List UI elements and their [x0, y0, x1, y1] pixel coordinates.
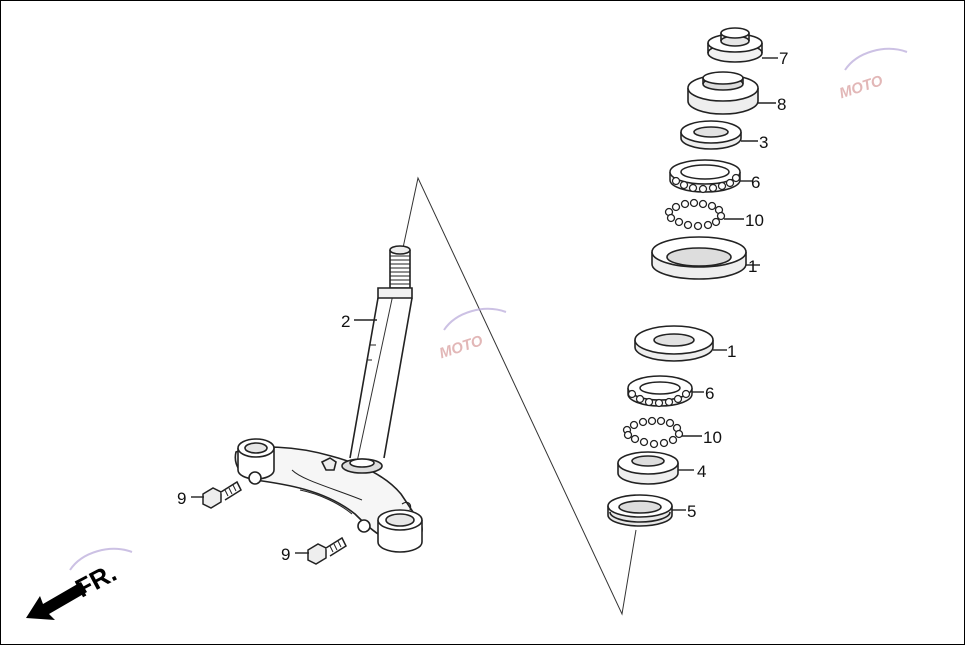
callout-2: 2 — [341, 312, 350, 331]
callout-1-lower: 1 — [727, 342, 736, 361]
watermark-logo-center: MOTO — [437, 307, 507, 362]
part-1-outer-race-upper — [651, 236, 747, 280]
part-7-lock-nut — [707, 27, 763, 63]
svg-text:MOTO: MOTO — [437, 332, 485, 362]
callout-5: 5 — [687, 502, 696, 521]
part-8-adjusting-nut — [687, 71, 759, 115]
part-4-lower-inner-race — [617, 451, 679, 485]
part-3-inner-race — [680, 120, 742, 150]
callout-3: 3 — [759, 133, 768, 152]
part-6-ball-retainer-lower — [627, 375, 693, 408]
callout-10-lower: 10 — [703, 428, 722, 447]
part-2-steering-stem — [234, 245, 423, 553]
part-1-outer-race-lower — [634, 325, 714, 362]
watermark-logo-top-right: MOTO — [837, 47, 908, 102]
callout-4: 4 — [697, 462, 706, 481]
callout-9-lower: 9 — [281, 545, 290, 564]
callout-1-upper: 1 — [748, 257, 757, 276]
callout-8: 8 — [777, 95, 786, 114]
part-10-steel-balls-lower — [622, 416, 684, 449]
callout-6-upper: 6 — [751, 173, 760, 192]
part-9-bolt-lower — [307, 536, 347, 565]
svg-text:MOTO: MOTO — [837, 72, 885, 102]
assembly-guide-line — [356, 176, 637, 616]
callout-7: 7 — [779, 49, 788, 68]
part-5-dust-seal — [607, 494, 673, 527]
callout-10-upper: 10 — [745, 211, 764, 230]
part-10-steel-balls-upper — [664, 198, 726, 231]
part-6-ball-retainer-upper — [669, 159, 741, 194]
callout-6-lower: 6 — [705, 384, 714, 403]
callout-9-upper: 9 — [177, 489, 186, 508]
watermark-logo-bottom-left — [69, 547, 133, 571]
part-9-bolt-upper — [202, 480, 242, 509]
